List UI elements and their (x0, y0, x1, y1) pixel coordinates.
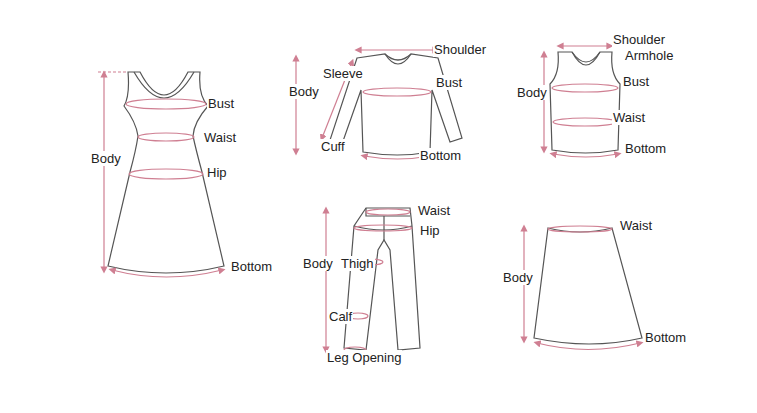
measurement-label: Shoulder (612, 32, 666, 47)
measurement-label: Body (502, 270, 534, 285)
measurement-label: Body (516, 85, 548, 100)
measurement-label: Shoulder (433, 42, 487, 57)
measurement-label: Hip (419, 223, 441, 238)
measurement-label: Bust (622, 74, 650, 89)
measurement-label: Bottom (419, 148, 462, 163)
measurement-label: Bust (207, 96, 235, 111)
measurement-label: Bottom (644, 330, 687, 345)
measurement-label: Body (302, 256, 334, 271)
measurement-label: Armhole (624, 48, 674, 63)
measurement-label: Bust (435, 75, 463, 90)
measurement-label: Bottom (624, 141, 667, 156)
measurement-label: Waist (612, 110, 646, 125)
measurement-label: Calf (328, 309, 353, 324)
measurement-label: Waist (417, 203, 451, 218)
measurement-label: Body (90, 151, 122, 166)
measurement-label: Cuff (320, 139, 346, 154)
measurement-label: Leg Opening (326, 350, 402, 365)
measurement-label: Thigh (340, 256, 375, 271)
measurement-label: Bottom (230, 259, 273, 274)
measurement-label: Sleeve (322, 66, 364, 81)
measurement-label: Body (288, 84, 320, 99)
measurement-label: Waist (203, 130, 237, 145)
measurement-label: Waist (619, 218, 653, 233)
measurement-label: Hip (206, 165, 228, 180)
